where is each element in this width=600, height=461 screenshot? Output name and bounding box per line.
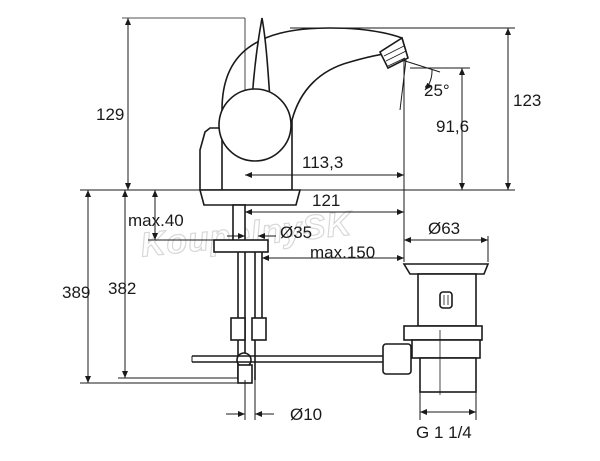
drain-waste	[402, 263, 490, 395]
dim-diameter-35: Ø35	[280, 223, 312, 242]
faucet-body	[122, 17, 409, 206]
dimension-lines	[80, 18, 515, 420]
dim-123: 123	[513, 91, 541, 110]
dim-thread-g114: G 1 1/4	[416, 423, 472, 442]
dim-max-40: max.40	[128, 211, 184, 230]
dim-113-3: 113,3	[302, 153, 343, 172]
dim-382: 382	[108, 279, 136, 298]
dim-max-150: max.150	[310, 243, 375, 262]
popup-rod	[191, 343, 412, 375]
dim-diameter-63: Ø63	[428, 219, 460, 238]
dim-91-6: 91,6	[436, 117, 469, 136]
dimension-labels: 129 123 91,6 25° 113,3 121 max.40 Ø35 Ø6…	[62, 81, 541, 442]
dim-129: 129	[96, 105, 124, 124]
dim-diameter-10: Ø10	[290, 405, 322, 424]
dim-121: 121	[312, 191, 340, 210]
dim-angle-25: 25°	[424, 81, 450, 100]
dim-389: 389	[62, 283, 90, 302]
